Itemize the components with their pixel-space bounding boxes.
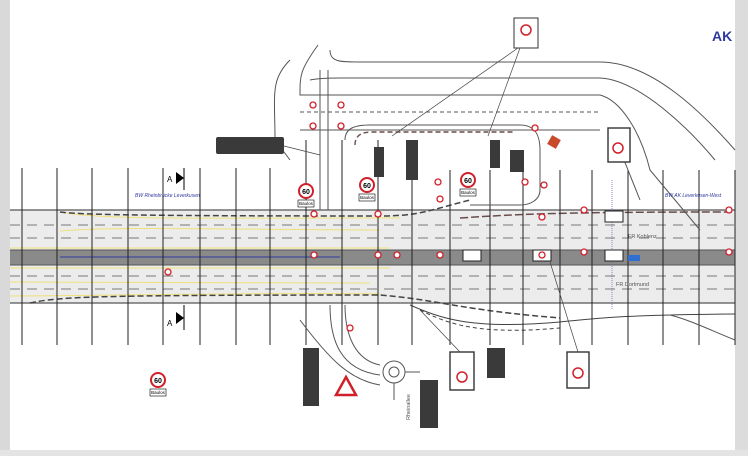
- roundabout: [382, 360, 420, 400]
- main-carriageway: [9, 199, 736, 331]
- speed-limit-sign: 60 Baulos: [459, 172, 477, 197]
- document-title-fragment: AK: [712, 28, 732, 44]
- interchange-ramps: [273, 44, 736, 386]
- median-strip: [10, 250, 735, 265]
- sign-boards: [216, 17, 640, 428]
- svg-text:Baulos: Baulos: [151, 390, 166, 395]
- svg-text:60: 60: [154, 378, 162, 385]
- svg-text:60: 60: [464, 178, 472, 185]
- section-marker-top: A: [167, 168, 185, 190]
- svg-text:60: 60: [363, 183, 371, 190]
- label-bridge-west: BW Rheinbrücke Leverkusen: [135, 193, 200, 199]
- roadworks-warning-sign: [333, 374, 359, 397]
- svg-text:A: A: [167, 175, 173, 184]
- label-bridge-east: BW AK Leverkusen-West: [665, 193, 722, 199]
- direction-sign-board: [216, 137, 284, 154]
- speed-limit-sign: 60 Baulos: [297, 183, 315, 208]
- speed-limit-sign: 60 Baulos: [149, 372, 167, 397]
- svg-text:Baulos: Baulos: [360, 195, 375, 200]
- svg-text:A: A: [167, 319, 173, 328]
- leader-lines: [283, 47, 579, 353]
- label-direction-koblenz: FR Koblenz: [628, 234, 657, 240]
- label-street: Rheinallee: [406, 394, 412, 420]
- svg-text:60: 60: [302, 189, 310, 196]
- speed-limit-sign: 60 Baulos: [358, 177, 376, 202]
- section-marker-bottom: A: [167, 305, 185, 330]
- viewer-bottom-edge: [0, 450, 748, 456]
- viewer-scrollbar[interactable]: [735, 0, 748, 456]
- sign-markers: [164, 101, 733, 332]
- svg-text:Baulos: Baulos: [461, 190, 476, 195]
- label-direction-dortmund: FR Dortmund: [616, 282, 649, 288]
- svg-text:Baulos: Baulos: [299, 201, 314, 206]
